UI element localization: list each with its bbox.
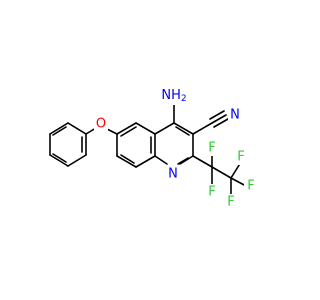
bond — [49, 154, 69, 167]
bond — [211, 114, 227, 124]
atom-label-f5: F — [244, 178, 258, 194]
fluorine-label: F — [208, 141, 215, 156]
atom-label-o: O — [94, 116, 108, 132]
bond — [177, 157, 189, 165]
bond — [120, 126, 137, 137]
bond — [154, 155, 168, 165]
bond — [135, 155, 156, 168]
atom-label-f4: F — [224, 194, 238, 210]
bond — [230, 177, 247, 187]
molecule-structure: O NH2 N N F F F F F — [49, 87, 258, 210]
bond — [116, 122, 137, 135]
quinoline-pyridine-ring — [154, 122, 194, 165]
bond — [135, 122, 156, 135]
fluorine-label: F — [247, 179, 254, 194]
atom-label-f1: F — [205, 140, 219, 156]
bond — [116, 155, 137, 168]
bond — [211, 166, 232, 179]
amino-label: NH2 — [161, 88, 186, 105]
oxygen-label: O — [96, 117, 106, 132]
atom-label-f2: F — [205, 184, 219, 200]
bond — [49, 122, 69, 135]
nitrile-nitrogen-label: N — [230, 108, 240, 123]
atom-label-nh2: NH2 — [158, 87, 192, 105]
fluorine-label: F — [208, 185, 215, 200]
fluorine-label: F — [237, 150, 244, 165]
quinoline-benzo-ring — [116, 122, 156, 168]
bond — [67, 122, 87, 135]
bond — [120, 154, 135, 164]
bond — [192, 122, 213, 135]
bond — [209, 110, 225, 120]
fluorine-label: F — [227, 195, 234, 210]
bond — [67, 154, 87, 167]
bond — [192, 155, 213, 168]
bond — [154, 122, 175, 135]
atom-label-f3: F — [234, 149, 248, 165]
bond — [213, 118, 229, 128]
bond — [175, 126, 190, 136]
bond — [179, 155, 194, 165]
bond — [52, 153, 67, 163]
ring-nitrogen-label: N — [168, 167, 178, 182]
atom-label-ring-n: N — [166, 165, 180, 182]
bond — [173, 122, 194, 135]
bond — [52, 126, 67, 136]
atom-label-nitrile-n: N — [228, 107, 242, 123]
phenyl-ring — [49, 122, 87, 167]
